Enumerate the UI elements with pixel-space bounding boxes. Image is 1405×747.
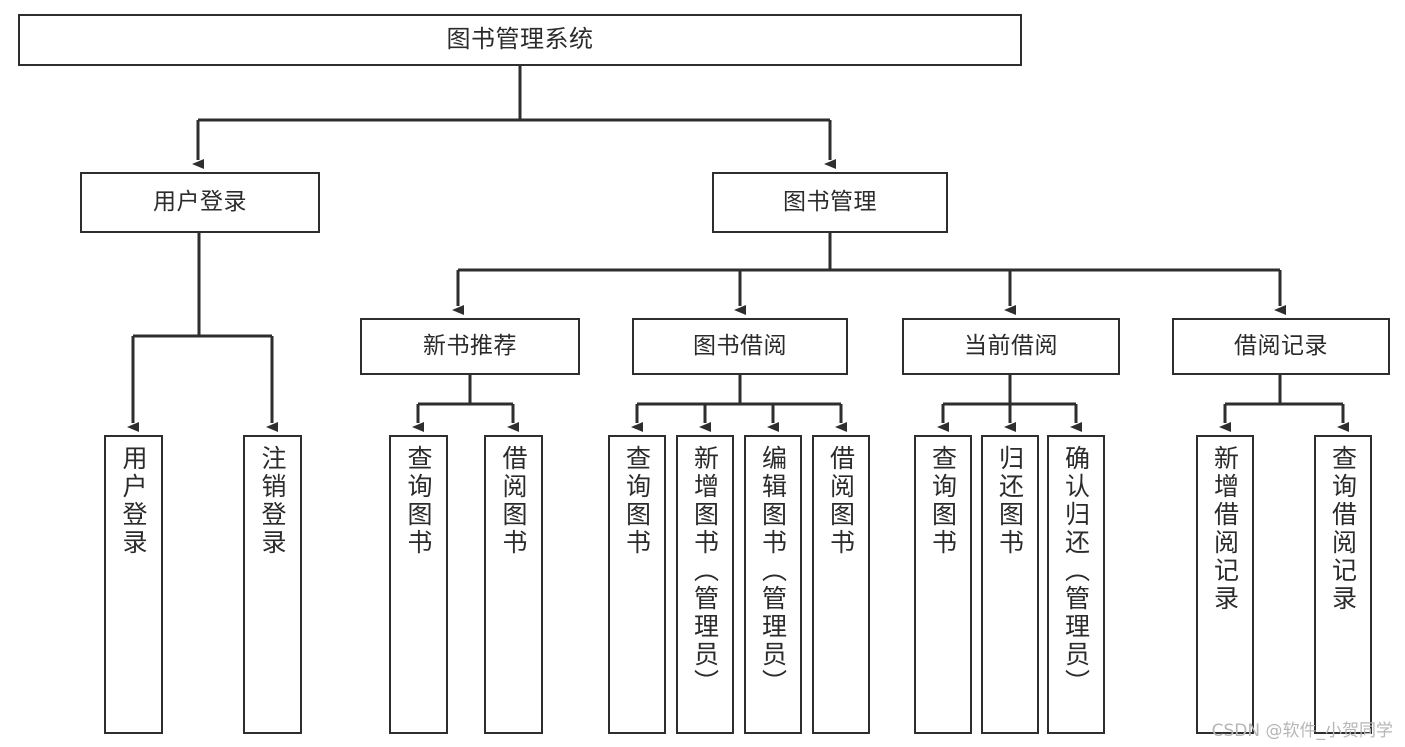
node-label: 注销登录 bbox=[258, 445, 287, 557]
node-label: 借阅记录 bbox=[1234, 333, 1328, 360]
leaf-current-borrow-query-books[interactable]: 查询图书 bbox=[914, 435, 972, 734]
node-label: 新书推荐 bbox=[423, 333, 517, 360]
leaf-book-borrow-query-books[interactable]: 查询图书 bbox=[608, 435, 666, 734]
leaf-book-borrow-add-book-admin[interactable]: 新增图书（管理员） bbox=[676, 435, 734, 734]
leaf-new-book-query-books[interactable]: 查询图书 bbox=[389, 435, 448, 734]
node-label: 归还图书 bbox=[995, 445, 1025, 557]
node-user-login[interactable]: 用户登录 bbox=[80, 172, 320, 233]
node-label: 图书借阅 bbox=[693, 333, 787, 360]
node-root-book-management-system[interactable]: 图书管理系统 bbox=[18, 14, 1022, 66]
leaf-book-borrow-borrow-books[interactable]: 借阅图书 bbox=[812, 435, 870, 734]
node-current-borrowing[interactable]: 当前借阅 bbox=[902, 318, 1120, 375]
leaf-current-borrow-confirm-return-admin[interactable]: 确认归还（管理员） bbox=[1047, 435, 1105, 734]
node-label: 查询图书 bbox=[404, 445, 433, 557]
node-label: 图书管理 bbox=[783, 189, 877, 216]
node-new-book-recommendation[interactable]: 新书推荐 bbox=[360, 318, 580, 375]
node-label: 查询图书 bbox=[928, 445, 958, 557]
node-label: 新增借阅记录 bbox=[1210, 445, 1240, 613]
node-book-borrowing[interactable]: 图书借阅 bbox=[632, 318, 848, 375]
node-label: 用户登录 bbox=[119, 445, 148, 557]
leaf-current-borrow-return-books[interactable]: 归还图书 bbox=[981, 435, 1039, 734]
node-label: 借阅图书 bbox=[826, 445, 856, 557]
node-label: 借阅图书 bbox=[499, 445, 528, 557]
node-label: 确认归还（管理员） bbox=[1061, 445, 1091, 697]
node-label: 当前借阅 bbox=[964, 333, 1058, 360]
leaf-borrow-record-add-record[interactable]: 新增借阅记录 bbox=[1196, 435, 1254, 734]
node-borrow-records[interactable]: 借阅记录 bbox=[1172, 318, 1390, 375]
node-label: 编辑图书（管理员） bbox=[758, 445, 788, 697]
leaf-user-login-logout[interactable]: 注销登录 bbox=[243, 435, 302, 734]
node-label: 新增图书（管理员） bbox=[690, 445, 720, 697]
node-label: 查询借阅记录 bbox=[1328, 445, 1358, 613]
node-label: 用户登录 bbox=[153, 189, 247, 216]
leaf-book-borrow-edit-book-admin[interactable]: 编辑图书（管理员） bbox=[744, 435, 802, 734]
node-label: 查询图书 bbox=[622, 445, 652, 557]
node-label: 图书管理系统 bbox=[446, 25, 594, 54]
leaf-new-book-borrow-books[interactable]: 借阅图书 bbox=[484, 435, 543, 734]
node-book-management[interactable]: 图书管理 bbox=[712, 172, 948, 233]
leaf-borrow-record-query-record[interactable]: 查询借阅记录 bbox=[1314, 435, 1372, 734]
csdn-watermark: CSDN @软件_小贺同学 bbox=[1211, 721, 1393, 741]
leaf-user-login-login[interactable]: 用户登录 bbox=[104, 435, 163, 734]
